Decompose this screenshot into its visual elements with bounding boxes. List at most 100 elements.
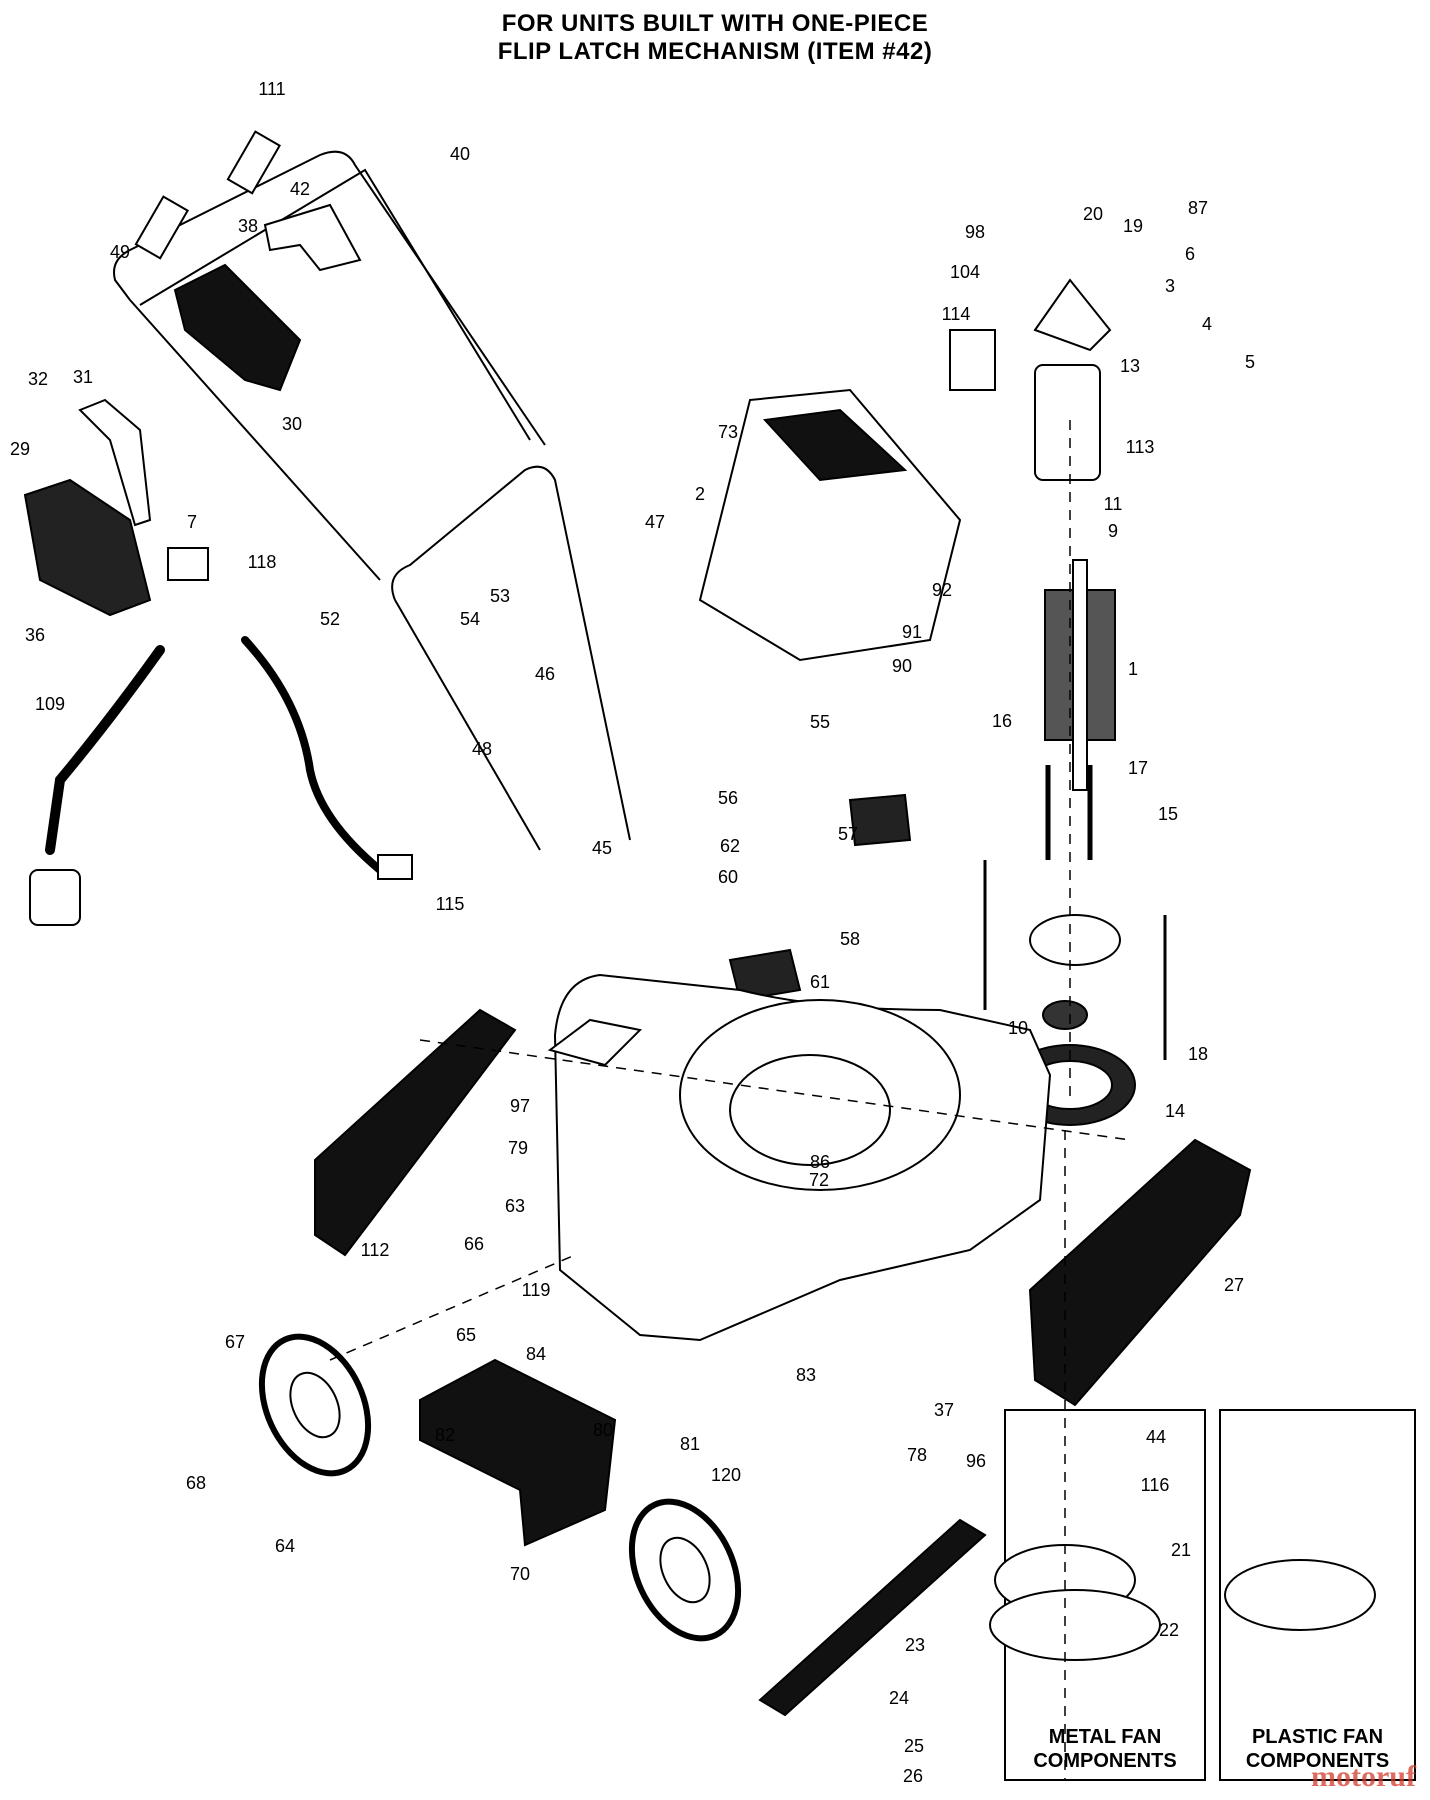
part-number-114: 114 bbox=[942, 304, 971, 324]
capacitor-114 bbox=[949, 329, 996, 391]
part-number-46: 46 bbox=[535, 664, 555, 684]
part-number-86: 86 bbox=[810, 1152, 830, 1172]
part-number-38: 38 bbox=[238, 216, 258, 236]
switch-box bbox=[173, 263, 302, 392]
part-number-19: 19 bbox=[1123, 216, 1143, 236]
part-number-73: 73 bbox=[718, 422, 738, 442]
part-number-29: 29 bbox=[10, 439, 30, 459]
part-number-119: 119 bbox=[522, 1280, 551, 1300]
part-number-25: 25 bbox=[904, 1736, 924, 1756]
part-number-11: 11 bbox=[1104, 494, 1123, 514]
end-cap-13 bbox=[1033, 278, 1112, 352]
part-number-21: 21 bbox=[1171, 1540, 1191, 1560]
rear-wheel-hub bbox=[289, 1371, 341, 1439]
part-number-82: 82 bbox=[435, 1425, 455, 1445]
part-number-10: 10 bbox=[1008, 1018, 1028, 1038]
part-number-63: 63 bbox=[505, 1196, 525, 1216]
decal-97 bbox=[547, 1018, 643, 1067]
part-number-55: 55 bbox=[810, 712, 830, 732]
part-number-36: 36 bbox=[25, 625, 45, 645]
upper-handle bbox=[113, 150, 546, 446]
centerline-wheel bbox=[329, 1254, 576, 1361]
part-number-48: 48 bbox=[472, 739, 492, 759]
power-cord bbox=[45, 645, 165, 855]
part-number-42: 42 bbox=[290, 179, 310, 199]
rear-chute-80 bbox=[419, 1358, 617, 1547]
part-number-112: 112 bbox=[361, 1240, 390, 1260]
part-number-30: 30 bbox=[282, 414, 302, 434]
part-number-24: 24 bbox=[889, 1688, 909, 1708]
armature-shaft bbox=[1072, 559, 1088, 791]
motor-cover-top bbox=[762, 408, 908, 482]
part-number-32: 32 bbox=[28, 369, 48, 389]
part-number-52: 52 bbox=[320, 609, 340, 629]
part-number-23: 23 bbox=[905, 1635, 925, 1655]
handle-grip-49 bbox=[134, 195, 189, 260]
part-number-66: 66 bbox=[464, 1234, 484, 1254]
lower-handle-leg bbox=[394, 599, 541, 851]
part-number-16: 16 bbox=[992, 711, 1012, 731]
handle-grip-111 bbox=[226, 130, 281, 195]
diagram-title-line-1: FOR UNITS BUILT WITH ONE-PIECE bbox=[501, 10, 929, 37]
part-number-40: 40 bbox=[450, 144, 470, 164]
part-number-67: 67 bbox=[225, 1332, 245, 1352]
part-number-27: 27 bbox=[1224, 1275, 1244, 1295]
part-number-1: 1 bbox=[1128, 659, 1138, 679]
bracket-58 bbox=[728, 948, 802, 1002]
cord-clip-31 bbox=[78, 398, 152, 527]
lower-handle bbox=[391, 465, 631, 841]
part-number-5: 5 bbox=[1245, 352, 1255, 372]
part-number-20: 20 bbox=[1083, 204, 1103, 224]
part-number-68: 68 bbox=[186, 1473, 206, 1493]
part-number-98: 98 bbox=[965, 222, 985, 242]
part-number-22: 22 bbox=[1159, 1620, 1179, 1640]
part-number-58: 58 bbox=[840, 929, 860, 949]
switch-housing bbox=[23, 478, 152, 617]
deck-dome-inner bbox=[729, 1054, 891, 1166]
part-number-113: 113 bbox=[1126, 437, 1155, 457]
part-number-37: 37 bbox=[934, 1400, 954, 1420]
part-number-87: 87 bbox=[1188, 198, 1208, 218]
part-number-70: 70 bbox=[510, 1564, 530, 1584]
part-number-4: 4 bbox=[1202, 314, 1212, 334]
part-number-72: 72 bbox=[809, 1170, 829, 1190]
centerline bbox=[1064, 420, 1071, 1780]
part-number-7: 7 bbox=[187, 512, 197, 532]
part-number-61: 61 bbox=[810, 972, 830, 992]
motor-cord bbox=[241, 636, 384, 874]
part-number-62: 62 bbox=[720, 836, 740, 856]
cord-plug bbox=[29, 869, 81, 926]
part-number-53: 53 bbox=[490, 586, 510, 606]
centerline-deck bbox=[419, 1039, 1131, 1141]
bearing-10 bbox=[1042, 1000, 1088, 1030]
part-number-13: 13 bbox=[1120, 356, 1140, 376]
side-skirt-left bbox=[314, 1008, 517, 1257]
metal-fan-disc-24 bbox=[989, 1589, 1161, 1661]
plastic-fan-caption-1: PLASTIC FAN bbox=[1251, 1726, 1384, 1748]
part-number-83: 83 bbox=[796, 1365, 816, 1385]
part-number-45: 45 bbox=[592, 838, 612, 858]
part-number-97: 97 bbox=[510, 1096, 530, 1116]
part-number-118: 118 bbox=[248, 552, 277, 572]
part-number-64: 64 bbox=[275, 1536, 295, 1556]
part-number-78: 78 bbox=[907, 1445, 927, 1465]
part-number-6: 6 bbox=[1185, 244, 1195, 264]
diagram-title-line-2: FLIP LATCH MECHANISM (ITEM #42) bbox=[497, 38, 933, 65]
part-number-17: 17 bbox=[1128, 758, 1148, 778]
part-number-81: 81 bbox=[680, 1434, 700, 1454]
part-number-26: 26 bbox=[903, 1766, 923, 1786]
part-number-91: 91 bbox=[902, 622, 922, 642]
plastic-fan-23 bbox=[1224, 1559, 1376, 1631]
part-number-44: 44 bbox=[1146, 1427, 1166, 1447]
part-number-3: 3 bbox=[1165, 276, 1175, 296]
motor-cover-73 bbox=[698, 388, 962, 662]
part-number-80: 80 bbox=[593, 1420, 613, 1440]
plug-115 bbox=[377, 854, 413, 880]
metal-fan-caption-2: COMPONENTS bbox=[1033, 1750, 1177, 1772]
part-number-31: 31 bbox=[73, 367, 93, 387]
part-number-18: 18 bbox=[1188, 1044, 1208, 1064]
part-number-90: 90 bbox=[892, 656, 912, 676]
part-number-111: 111 bbox=[258, 79, 285, 99]
metal-fan-caption-1: METAL FAN bbox=[1048, 1726, 1162, 1748]
